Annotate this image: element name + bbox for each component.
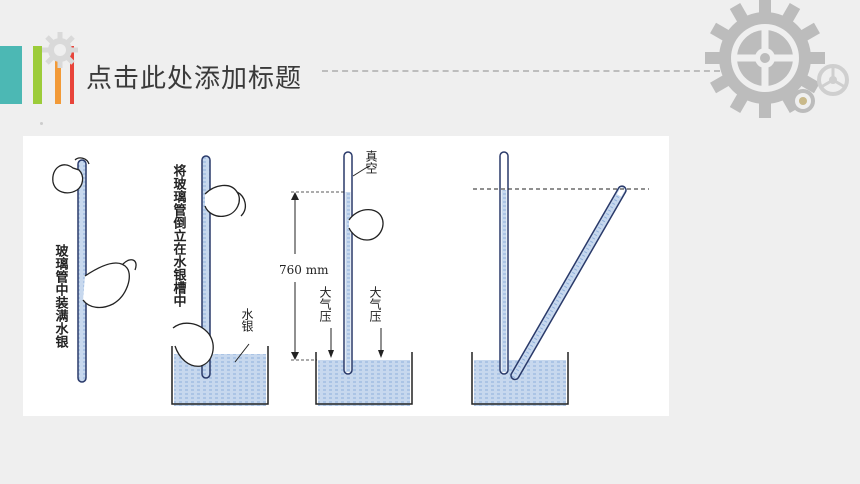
title-dashed-line (322, 70, 720, 72)
pressure-label-right: 大气压 (368, 286, 382, 322)
step1-tube-group: 玻璃管中装满水银 (52, 157, 137, 383)
accent-bar-teal (0, 46, 22, 104)
gear-icon (705, 0, 849, 118)
decor-dot (40, 122, 43, 125)
small-gear-icon (42, 32, 78, 68)
mercury-label: 水银 (240, 308, 254, 332)
slide-title[interactable]: 点击此处添加标题 (86, 64, 303, 94)
pressure-label-left: 大气压 (318, 286, 332, 322)
height-label: 760 mm (279, 263, 329, 277)
torricelli-figure: 玻璃管中装满水银 将玻璃管倒立在水银槽中 水银 (23, 136, 669, 416)
experiment-diagram: 玻璃管中装满水银 将玻璃管倒立在水银槽中 水银 (52, 150, 649, 406)
step2-group: 将玻璃管倒立在水银槽中 水银 (171, 155, 269, 406)
step4-group (471, 151, 649, 406)
accent-bars (0, 46, 80, 106)
vacuum-label: 真空 (364, 150, 378, 174)
accent-bar-red (70, 46, 74, 104)
step1-label: 玻璃管中装满水银 (53, 243, 70, 349)
step2-label: 将玻璃管倒立在水银槽中 (171, 163, 188, 308)
step3-group: 760 mm 真空 大气压 大气压 (279, 150, 413, 406)
accent-bar-green (33, 46, 42, 104)
svg-text:玻璃管中装满水银: 玻璃管中装满水银 (53, 243, 70, 349)
accent-bar-orange (55, 46, 61, 104)
